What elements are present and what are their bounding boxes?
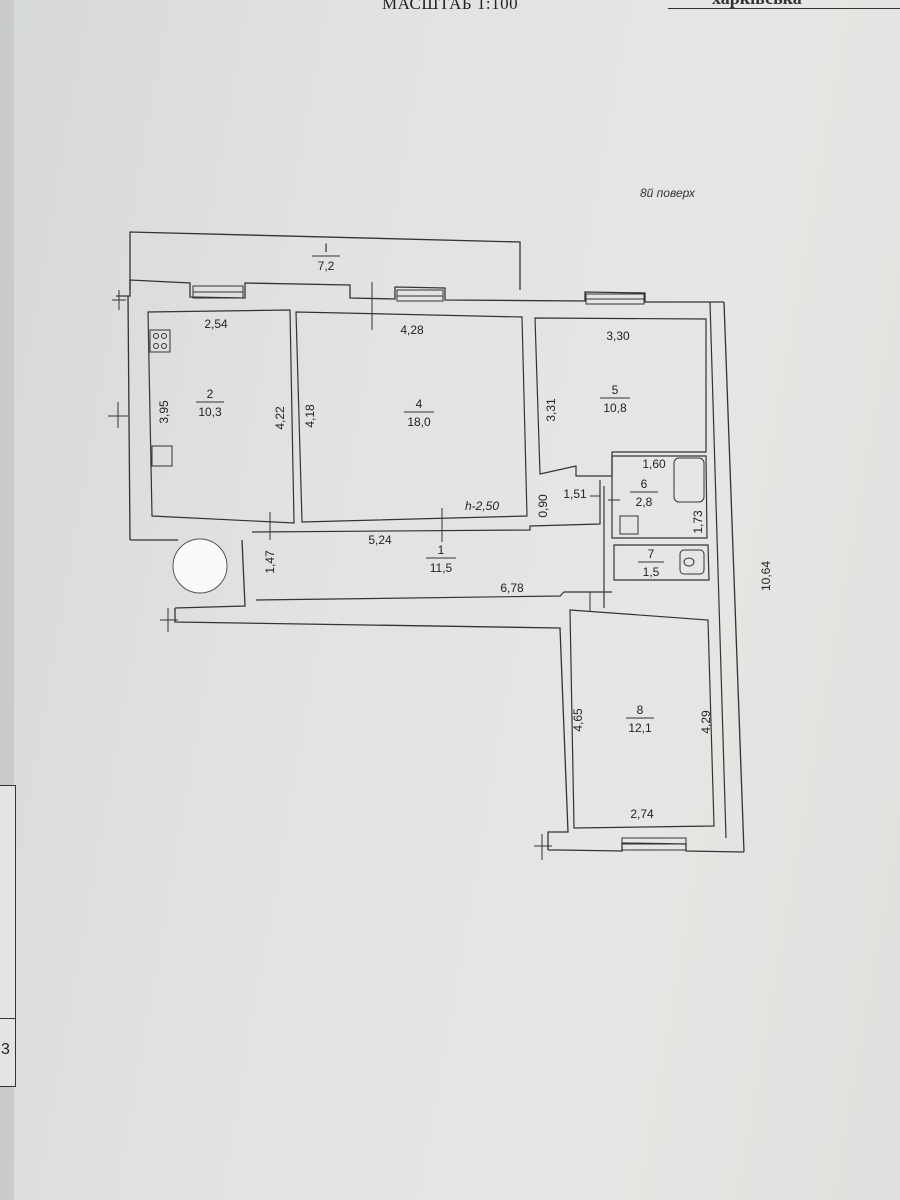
dim-corridor-width: 1,51 xyxy=(563,487,587,501)
dim-bath-length: 1,73 xyxy=(691,510,705,534)
section-markers xyxy=(108,282,620,860)
scale-title: МАСШТАБ 1:100 xyxy=(382,0,519,13)
room-7-number: 7 xyxy=(648,547,655,561)
room-I-number: І xyxy=(324,241,327,255)
header-clipped-text: харківська xyxy=(712,0,802,9)
inner-walls xyxy=(147,301,727,839)
room-1-number: 1 xyxy=(438,543,445,557)
dim-bedroom8-length-right: 4,29 xyxy=(699,710,713,734)
toilet-icon xyxy=(679,549,705,575)
dim-kitchen-width: 2,54 xyxy=(204,317,228,331)
dim-kitchen-length: 3,95 xyxy=(157,400,171,424)
dim-bedroom8-width: 2,74 xyxy=(630,807,654,821)
windows xyxy=(192,285,687,851)
area-fraction-bars xyxy=(196,255,664,719)
dim-bath-width: 1,60 xyxy=(642,457,666,471)
dim-bedroom5-length: 3,31 xyxy=(544,398,558,422)
dim-bedroom5-width: 3,30 xyxy=(606,329,630,343)
room-2-number: 2 xyxy=(207,387,214,401)
room-2-area: 10,3 xyxy=(198,405,222,419)
room-6-number: 6 xyxy=(641,477,648,491)
room-1-area: 11,5 xyxy=(430,561,453,575)
room-I-area: 7,2 xyxy=(318,259,335,273)
dim-hall-lower: 6,78 xyxy=(500,581,524,595)
adjacent-page-digit: 3 xyxy=(1,1041,10,1058)
bathtub-icon xyxy=(673,457,705,503)
room-6-area: 2,8 xyxy=(636,495,653,509)
dim-corridor-depth: 0,90 xyxy=(536,494,550,518)
room-4-number: 4 xyxy=(416,397,423,411)
room-8-number: 8 xyxy=(637,703,644,717)
dim-ceiling-height: h-2,50 xyxy=(465,499,499,513)
dim-living-length: 4,18 xyxy=(303,404,317,428)
header-rule xyxy=(668,8,900,9)
dim-bedroom8-length-left: 4,65 xyxy=(571,708,585,732)
balcony-outline xyxy=(129,231,521,290)
ventilation-shaft-icon xyxy=(172,538,228,594)
room-4-area: 18,0 xyxy=(407,415,431,429)
room-5-number: 5 xyxy=(612,383,619,397)
dim-kitchen-wall: 4,22 xyxy=(273,406,287,430)
room-8-area: 12,1 xyxy=(628,721,652,735)
dim-overall: 10,64 xyxy=(759,561,773,591)
dim-hall-depth: 1,47 xyxy=(263,550,277,574)
kitchen-sink-icon xyxy=(151,445,173,467)
kitchen-stove-icon xyxy=(149,329,171,353)
dim-living-width: 4,28 xyxy=(400,323,424,337)
dim-hall-upper: 5,24 xyxy=(368,533,392,547)
floor-label: 8й поверх xyxy=(640,186,695,200)
room-7-area: 1,5 xyxy=(643,565,660,579)
room-5-area: 10,8 xyxy=(603,401,627,415)
adjacent-page-card: 3 xyxy=(0,785,16,1087)
bathroom-sink-icon xyxy=(619,515,639,535)
